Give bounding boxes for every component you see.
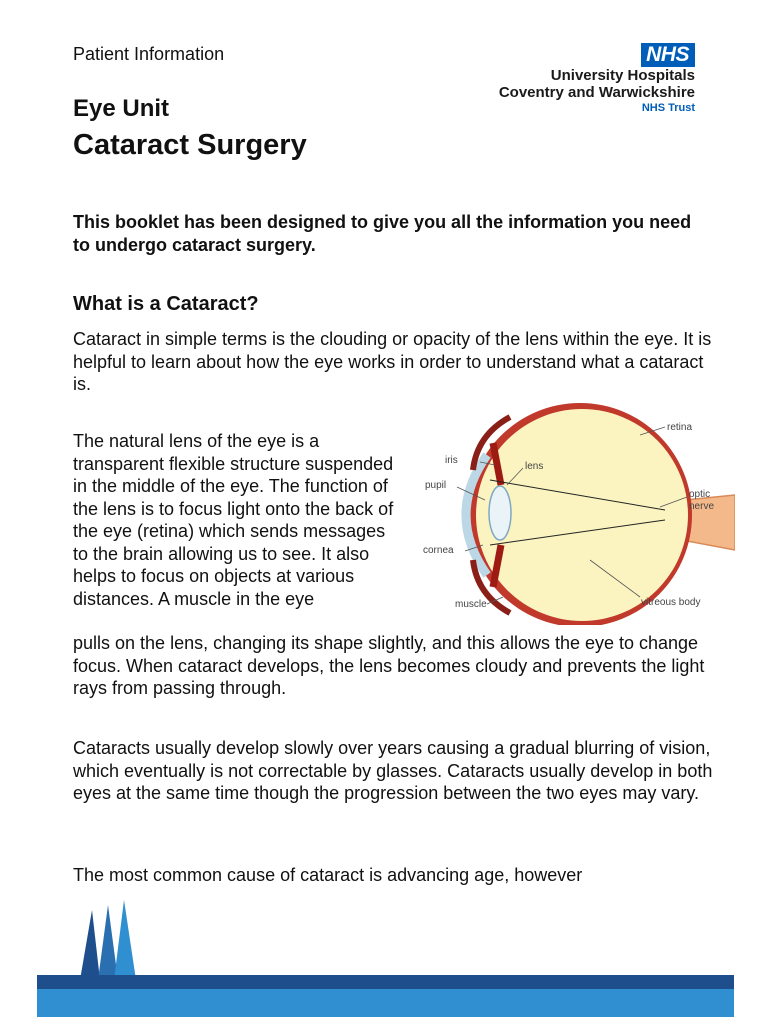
label-pupil: pupil [425,480,446,491]
eye-anatomy-diagram: retina iris lens pupil optic nerve corne… [423,403,735,625]
label-lens: lens [525,461,543,472]
logo-line-1: University Hospitals [550,67,695,84]
muscle-top [470,414,512,471]
logo-trust: NHS Trust [641,102,695,114]
light-ray-bottom [489,519,666,546]
label-muscle: muscle [455,599,487,610]
unit-heading: Eye Unit [73,95,170,122]
cornea-shape [461,452,491,578]
section-heading: What is a Cataract? [73,293,259,315]
light-ray-top [489,479,666,511]
footer-band [37,975,734,1017]
muscle-bottom [470,559,512,616]
paragraph-4: The most common cause of cataract is adv… [73,865,583,885]
page-title: Cataract Surgery [73,129,307,161]
label-nerve: nerve [689,501,714,512]
label-cornea: cornea [423,545,454,556]
nhs-logo-badge: NHS [641,43,695,67]
label-vitreous-body: vitreous body [641,597,700,608]
iris-bottom [489,544,505,588]
paragraph-2-wrap: The natural lens of the eye is a transpa… [73,431,394,609]
paragraph-2-continued: pulls on the lens, changing its shape sl… [73,633,705,698]
patient-information-label: Patient Information [73,44,225,64]
paragraph-1: Cataract in simple terms is the clouding… [73,329,712,394]
logo-line-2: Coventry and Warwickshire [498,84,695,101]
label-retina: retina [667,422,692,433]
intro-text: This booklet has been designed to give y… [73,212,692,255]
vitreous-body-shape [476,409,688,621]
spires-graphic [80,900,136,980]
label-optic: optic [689,489,710,500]
label-iris: iris [445,455,458,466]
paragraph-3: Cataracts usually develop slowly over ye… [73,738,713,803]
nhs-trust-logo: NHS University Hospitals Coventry and Wa… [499,43,695,115]
lens-shape [488,485,512,541]
iris-top [489,442,505,486]
